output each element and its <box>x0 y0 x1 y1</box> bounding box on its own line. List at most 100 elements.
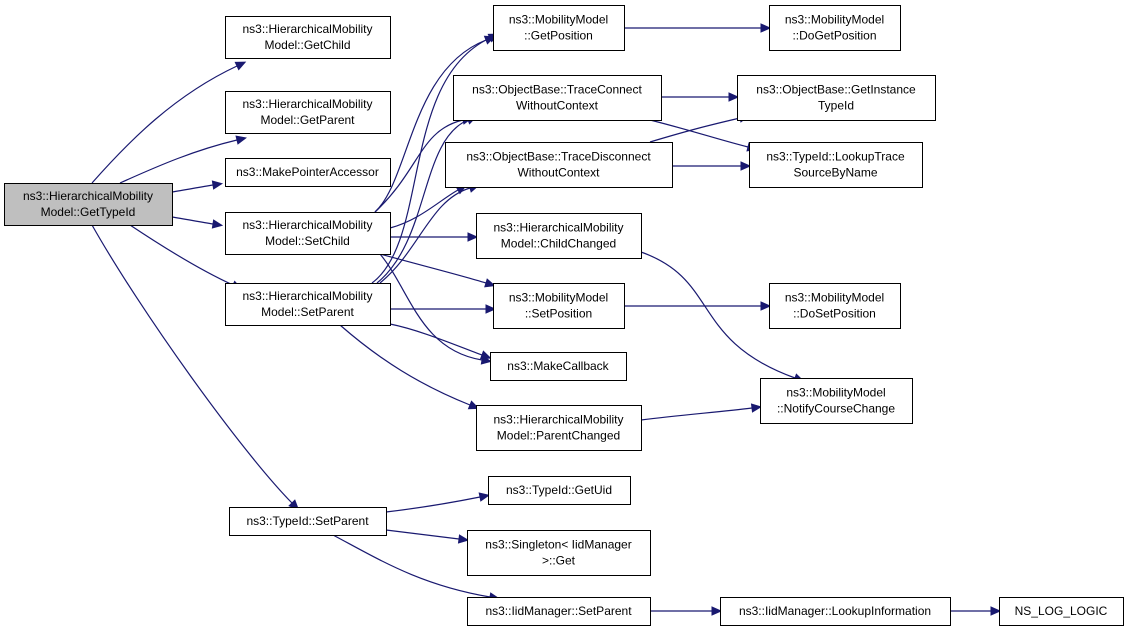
node-getuid[interactable]: ns3::TypeId::GetUid <box>488 476 631 505</box>
arrowhead-icon <box>760 23 772 33</box>
edge-line <box>379 187 471 284</box>
edge-line <box>171 184 214 193</box>
edge-root-to-getchild <box>91 61 247 184</box>
edge-iid_setparent-to-lookupinfo <box>650 606 723 616</box>
node-getparent[interactable]: ns3::HierarchicalMobilityModel::GetParen… <box>225 91 391 134</box>
node-box <box>225 283 391 326</box>
edge-root-to-setparent <box>129 224 243 290</box>
edge-typeid_setparent-to-singleton_get <box>385 529 470 544</box>
node-label-line: ::DoGetPosition <box>792 29 876 43</box>
edge-line <box>385 496 481 513</box>
node-dogetposition[interactable]: ns3::MobilityModel::DoGetPosition <box>769 5 901 51</box>
edge-line <box>129 224 234 286</box>
edge-tracedisconnect-to-getinstancetypeid <box>649 113 750 143</box>
node-label-line: ns3::MobilityModel <box>785 291 884 305</box>
edge-line <box>332 534 491 598</box>
edge-setchild-to-childchanged <box>390 232 479 242</box>
node-label-line: NS_LOG_LOGIC <box>1015 604 1108 618</box>
edges-layer <box>91 23 1002 616</box>
node-box <box>476 213 642 259</box>
node-box <box>225 91 391 134</box>
node-root[interactable]: ns3::HierarchicalMobilityModel::GetTypeI… <box>4 183 173 226</box>
edge-line <box>649 119 749 148</box>
node-makecallback[interactable]: ns3::MakeCallback <box>490 352 627 381</box>
node-box <box>445 142 673 188</box>
edge-line <box>374 39 487 213</box>
node-label-line: TypeId <box>818 99 854 113</box>
node-label-line: ns3::HierarchicalMobility <box>242 218 372 232</box>
node-label-line: ns3::MakePointerAccessor <box>236 165 379 179</box>
node-box <box>737 75 936 121</box>
edge-line <box>171 216 214 225</box>
node-label-line: ns3::HierarchicalMobility <box>493 221 623 235</box>
node-label-line: ns3::MobilityModel <box>509 13 608 27</box>
node-childchanged[interactable]: ns3::HierarchicalMobilityModel::ChildCha… <box>476 213 642 259</box>
node-makepointer[interactable]: ns3::MakePointerAccessor <box>225 158 391 187</box>
edge-line <box>374 119 464 213</box>
node-label-line: Model::ChildChanged <box>501 237 616 251</box>
node-singleton-get[interactable]: ns3::Singleton< IidManager>::Get <box>467 530 651 576</box>
node-ns-log-logic[interactable]: NS_LOG_LOGIC <box>999 597 1124 626</box>
node-label-line: ns3::MobilityModel <box>786 386 885 400</box>
node-box <box>749 142 923 188</box>
node-setparent[interactable]: ns3::HierarchicalMobilityModel::SetParen… <box>225 283 391 326</box>
node-label-line: ::NotifyCourseChange <box>777 402 895 416</box>
node-box <box>999 597 1124 626</box>
node-box <box>488 476 631 505</box>
edge-line <box>339 324 471 406</box>
edge-line <box>649 117 741 143</box>
node-label-line: Model::GetParent <box>260 113 355 127</box>
node-label-line: ns3::HierarchicalMobility <box>242 97 372 111</box>
node-label-line: ns3::ObjectBase::GetInstance <box>756 83 916 97</box>
node-label-line: Model::GetTypeId <box>41 205 136 219</box>
edge-line <box>640 407 753 421</box>
arrowhead-icon <box>234 61 247 71</box>
node-label-line: ::GetPosition <box>524 29 593 43</box>
node-iid-setparent[interactable]: ns3::IidManager::SetParent <box>467 597 651 626</box>
node-label-line: ::DoSetPosition <box>793 307 876 321</box>
node-label-line: ns3::Singleton< IidManager <box>485 538 631 552</box>
edge-setparent-to-tracedisconnect <box>379 183 480 284</box>
node-typeid-setparent[interactable]: ns3::TypeId::SetParent <box>229 507 387 536</box>
edge-tracedisconnect-to-lookuptrace <box>672 161 752 171</box>
arrowhead-icon <box>467 400 480 410</box>
node-box <box>476 405 642 451</box>
arrowhead-icon <box>479 350 492 360</box>
edge-line <box>385 529 460 540</box>
node-getposition[interactable]: ns3::MobilityModel::GetPosition <box>493 5 625 51</box>
node-dosetposition[interactable]: ns3::MobilityModel::DoSetPosition <box>769 283 901 329</box>
node-parentchanged[interactable]: ns3::HierarchicalMobilityModel::ParentCh… <box>476 405 642 451</box>
node-label-line: Model::ParentChanged <box>497 429 620 443</box>
arrowhead-icon <box>467 232 479 242</box>
edge-typeid_setparent-to-getuid <box>385 492 491 513</box>
node-box <box>225 16 391 59</box>
node-traceconnect[interactable]: ns3::ObjectBase::TraceConnectWithoutCont… <box>453 75 662 121</box>
arrowhead-icon <box>235 135 247 145</box>
node-label-line: ns3::ObjectBase::TraceConnect <box>472 83 642 97</box>
arrowhead-icon <box>211 180 224 190</box>
edge-traceconnect-to-getinstancetypeid <box>660 92 740 102</box>
node-notifycourse[interactable]: ns3::MobilityModel::NotifyCourseChange <box>760 378 913 424</box>
edge-setchild-to-tracedisconnect <box>389 185 467 229</box>
node-tracedisconnect[interactable]: ns3::ObjectBase::TraceDisconnectWithoutC… <box>445 142 673 188</box>
node-lookupinfo[interactable]: ns3::IidManager::LookupInformation <box>720 597 951 626</box>
edge-lookupinfo-to-ns_log_logic <box>950 606 1002 616</box>
arrowhead-icon <box>457 534 470 544</box>
edge-line <box>379 253 483 361</box>
edge-setparent-to-makecallback <box>389 323 492 360</box>
edge-root-to-setchild <box>171 216 224 229</box>
node-setposition[interactable]: ns3::MobilityModel::SetPosition <box>493 283 625 329</box>
edge-root-to-getparent <box>119 135 247 184</box>
node-box <box>493 283 625 329</box>
edge-line <box>640 251 796 379</box>
node-box <box>229 507 387 536</box>
node-box <box>225 212 391 255</box>
edge-line <box>389 189 459 229</box>
node-label-line: ns3::MobilityModel <box>509 291 608 305</box>
node-box <box>760 378 913 424</box>
node-label-line: ns3::HierarchicalMobility <box>242 289 372 303</box>
